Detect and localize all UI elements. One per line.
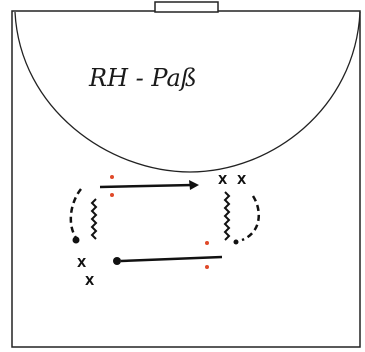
run-path-left xyxy=(69,188,82,239)
pass-arrow-bottom-head xyxy=(113,257,121,265)
goal-area-arc xyxy=(14,11,361,173)
player-bottom-left-1: X xyxy=(77,256,87,270)
cone-marker-top-left-1 xyxy=(110,175,114,179)
player-bottom-left-2: X xyxy=(85,274,95,288)
dribble-right xyxy=(223,191,231,241)
cone-marker-right-1 xyxy=(205,241,209,245)
court-boundary xyxy=(11,10,361,348)
player-top-right-1: X xyxy=(218,173,228,187)
cone-marker-top-left-2 xyxy=(110,193,114,197)
run-path-right xyxy=(241,195,260,242)
dribble-left xyxy=(90,198,98,240)
goal xyxy=(154,1,219,13)
cone-marker-right-2 xyxy=(205,265,209,269)
run-path-left-end xyxy=(72,236,80,244)
pass-arrow-top-head xyxy=(189,180,199,190)
run-path-right-end xyxy=(233,239,239,245)
pass-arrow-bottom xyxy=(120,255,223,263)
player-top-right-2: X xyxy=(237,173,247,187)
pass-arrow-top xyxy=(99,183,194,189)
diagram-title: RH - Paß xyxy=(88,64,197,92)
